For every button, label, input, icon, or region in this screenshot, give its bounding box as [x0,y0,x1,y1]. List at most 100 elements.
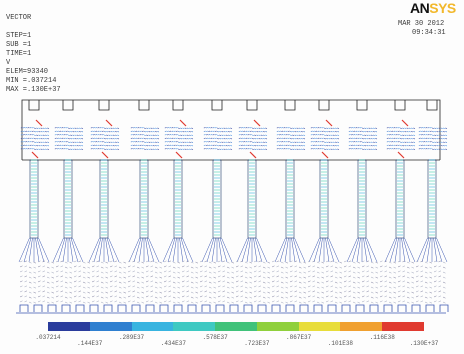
mesh-vector [393,271,397,274]
vector-arrow-hot [105,119,113,127]
legend-value-label: .101E38 [327,340,354,347]
base-bump [19,304,29,312]
mesh-vector [213,266,217,269]
lower-spread-line [218,237,223,263]
mesh-vector [231,281,235,284]
mesh-vector [87,286,91,289]
legend-swatch [340,322,383,331]
mesh-vector [375,281,379,284]
mesh-vector [195,286,199,289]
mesh-vector [87,291,91,294]
mesh-vector [370,286,374,289]
mesh-vector [330,265,334,268]
mesh-vector [271,270,275,273]
mesh-vector [411,276,415,279]
mesh-vector [366,280,370,283]
mesh-vector [298,286,302,289]
mesh-vector [55,270,59,273]
mesh-vector [402,265,406,268]
mesh-vector [190,266,194,269]
mesh-vector [204,270,208,273]
mesh-vector [60,285,64,288]
mesh-vector [91,275,95,278]
mesh-vector [235,270,239,273]
mesh-vector [222,275,226,278]
mesh-vector [24,280,28,283]
lower-spread-line [318,237,323,263]
mesh-vector [199,260,203,263]
mesh-vector [438,275,442,278]
mesh-vector [325,300,329,303]
mesh-vector [64,301,68,304]
mesh-vector [334,261,338,264]
lower-spread-line [363,237,368,263]
lower-spread-line [326,237,335,263]
mesh-vector [361,270,365,273]
mesh-vector [402,275,406,278]
vector-arrow-hot [253,119,261,127]
mesh-vector [177,271,181,274]
mesh-vector [172,296,176,299]
mesh-vector [213,281,217,284]
mesh-vector [294,290,298,293]
mesh-vector [397,275,401,278]
mesh-vector [402,280,406,283]
mesh-vector [55,280,59,283]
mesh-vector [64,261,68,264]
mesh-vector [321,266,325,269]
mesh-vector [136,281,140,284]
base-bump [271,304,281,312]
mesh-vector [271,275,275,278]
fin-top [426,100,438,111]
lower-spread-line [294,237,306,263]
mesh-vector [442,266,446,269]
mesh-vector [217,290,221,293]
mesh-vector [420,280,424,283]
mesh-vector [37,300,41,303]
mesh-vector [357,266,361,269]
mesh-vector [177,266,181,269]
mesh-vector [357,276,361,279]
mesh-vector [226,266,230,269]
mesh-vector [87,301,91,304]
mesh-vector [91,270,95,273]
mesh-vector [334,271,338,274]
mesh-vector [420,270,424,273]
mesh-vector [285,286,289,289]
mesh-vector [177,291,181,294]
mesh-vector [271,280,275,283]
lower-spread-line [206,237,215,263]
mesh-vector [136,271,140,274]
mesh-vector [285,276,289,279]
mesh-vector [375,291,379,294]
mesh-vector [343,290,347,293]
mesh-vector [213,261,217,264]
mesh-vector [82,266,86,269]
mesh-vector [267,266,271,269]
lower-spread-line [105,237,110,263]
mesh-vector [357,281,361,284]
mesh-vector [402,270,406,273]
mesh-vector [19,290,23,293]
lower-spread-line [436,237,448,263]
mesh-vector [366,300,370,303]
fin-top [284,100,296,111]
lower-spread-line [291,237,296,263]
mesh-vector [127,280,131,283]
mesh-vector [312,270,316,273]
mesh-vector [276,270,280,273]
mesh-vector [217,265,221,268]
mesh-vector [330,280,334,283]
mesh-vector [190,271,194,274]
mesh-vector [334,296,338,299]
mesh-vector [271,300,275,303]
lower-spread-line [246,237,251,263]
lower-spread-line [236,237,248,263]
lower-spread-line [106,237,115,263]
mesh-vector [177,286,181,289]
fin-top [138,100,150,111]
mesh-vector [60,260,64,263]
mesh-vector [217,275,221,278]
mesh-vector [33,286,37,289]
mesh-vector [375,271,379,274]
